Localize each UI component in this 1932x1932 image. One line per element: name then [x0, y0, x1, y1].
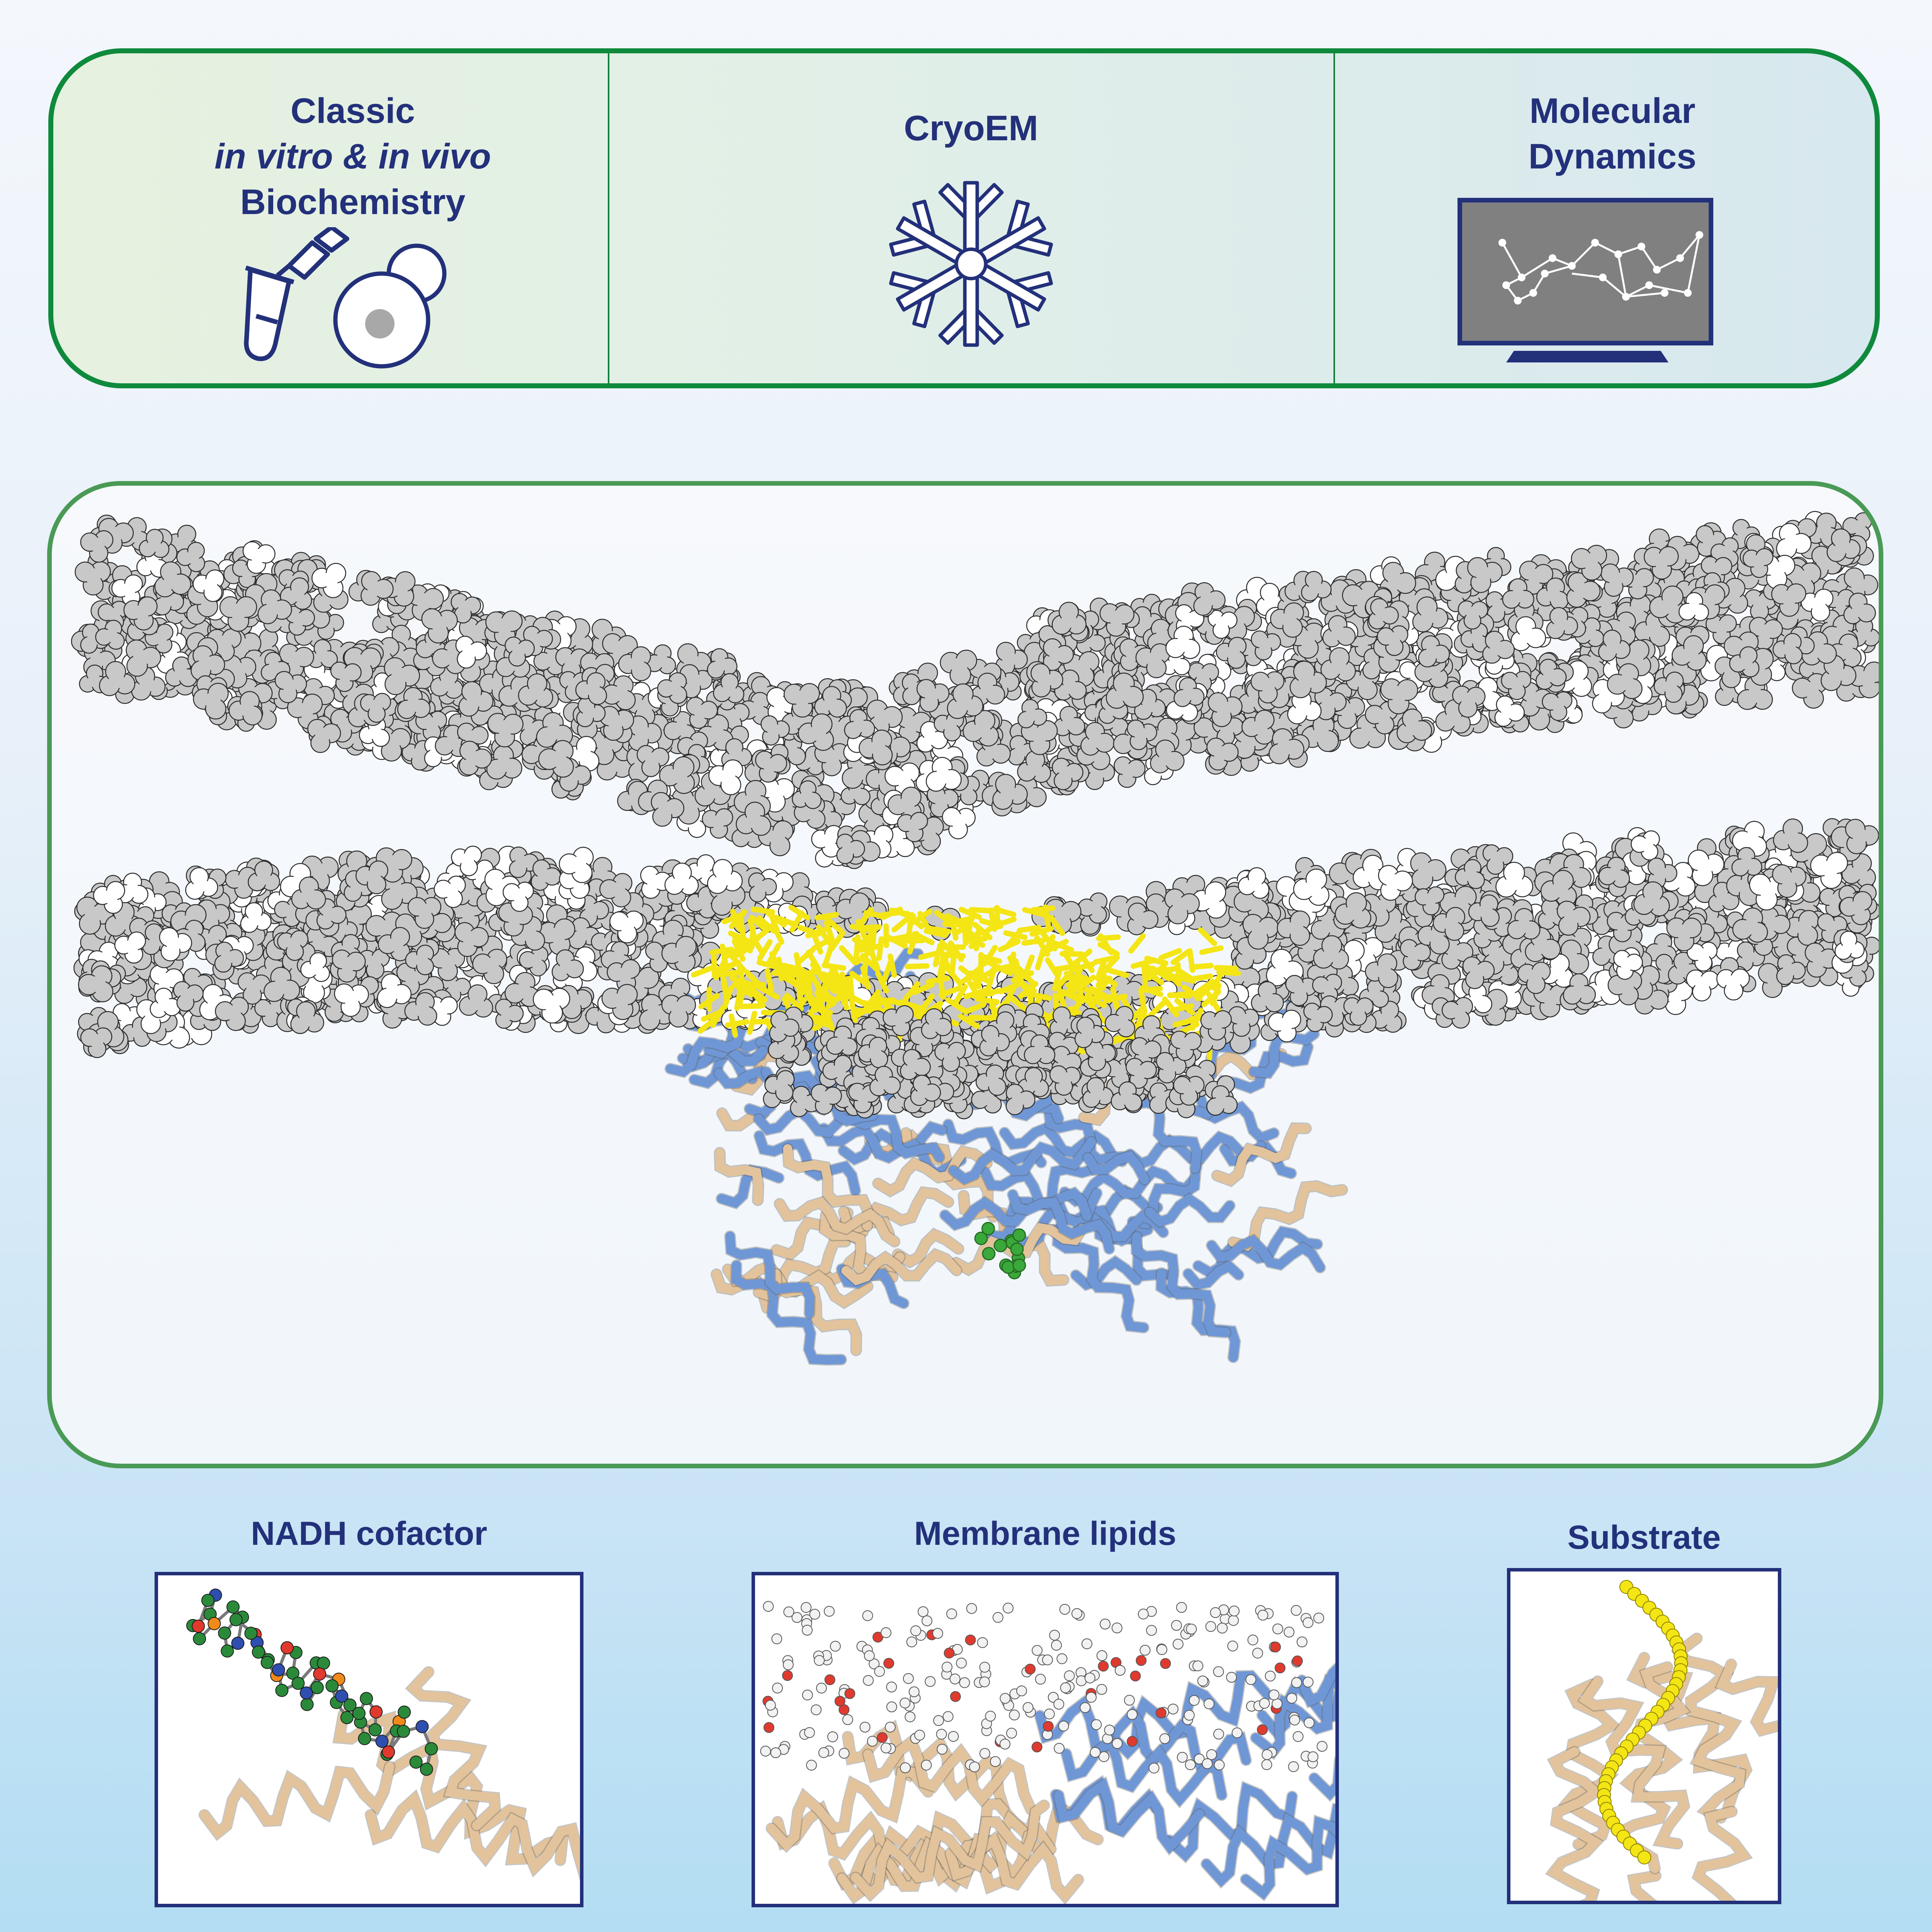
biochemistry-label: Classic in vitro & in vivo Biochemistry — [115, 88, 590, 225]
nadh-inset — [155, 1572, 583, 1907]
membrane-lipids-render — [755, 1575, 1335, 1904]
monitor-network-icon — [1458, 198, 1713, 362]
pipette-tube-icon — [244, 227, 349, 361]
md-label: Molecular Dynamics — [1386, 88, 1838, 179]
panel-divider — [608, 53, 609, 383]
md-line-1: Molecular — [1529, 91, 1696, 131]
structure-panel — [47, 481, 1883, 1468]
cryoem-label: CryoEM — [904, 109, 1038, 148]
nadh-cofactor-render — [158, 1575, 580, 1904]
panel-divider — [1333, 53, 1335, 383]
cell-icon — [333, 243, 447, 369]
lipids-title: Membrane lipids — [914, 1515, 1177, 1552]
biochemistry-line-2: in vitro & in vivo — [214, 137, 491, 176]
biochemistry-line-3: Biochemistry — [240, 182, 466, 222]
nadh-title: NADH cofactor — [251, 1515, 487, 1552]
lipids-inset — [752, 1572, 1339, 1907]
substrate-render — [1510, 1571, 1778, 1901]
substrate-inset — [1507, 1568, 1781, 1904]
substrate-title: Substrate — [1567, 1519, 1721, 1556]
md-line-2: Dynamics — [1528, 137, 1697, 176]
membrane-protein-structure — [71, 511, 1879, 1366]
snowflake-icon — [882, 181, 1060, 353]
biochemistry-line-1: Classic — [290, 91, 415, 131]
methods-panel: Classic in vitro & in vivo Biochemistry … — [48, 48, 1880, 388]
